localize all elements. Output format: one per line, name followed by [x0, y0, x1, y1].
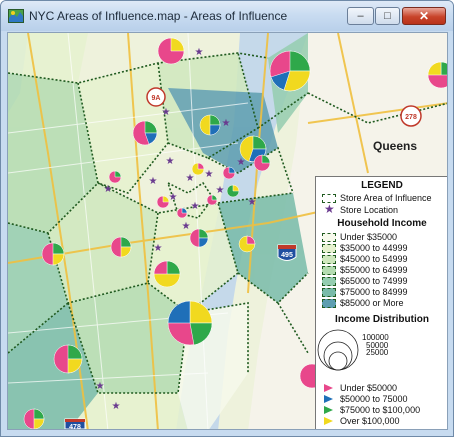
dashed-polygon-icon	[322, 194, 336, 203]
map-app-icon	[8, 9, 24, 23]
income-class-swatch	[322, 233, 336, 242]
pie-wedge-icon	[324, 417, 333, 425]
route-495-label: 495	[281, 252, 293, 259]
income-class-swatch	[322, 255, 336, 264]
route-478-label: 478	[69, 424, 81, 430]
close-button[interactable]: ✕	[402, 7, 446, 25]
svg-text:★: ★	[216, 185, 225, 196]
map-canvas[interactable]: ★★★ ★★★ ★★★ ★★★ ★★★ ★★	[7, 32, 448, 430]
svg-text:★: ★	[248, 197, 257, 208]
route-9a-label: 9A	[152, 95, 161, 102]
window-title: NYC Areas of Influence.map - Areas of In…	[29, 9, 288, 23]
svg-text:★: ★	[222, 118, 231, 129]
income-class-swatch	[322, 288, 336, 297]
svg-text:★: ★	[154, 243, 163, 254]
svg-text:★: ★	[182, 221, 191, 232]
pie-wedge-icon	[324, 395, 333, 403]
svg-text:★: ★	[191, 201, 200, 212]
svg-text:★: ★	[195, 47, 204, 58]
income-distribution-title: Income Distribution	[335, 314, 429, 325]
household-income-title: Household Income	[337, 218, 427, 229]
route-495-badge: 495	[277, 244, 297, 261]
svg-text:★: ★	[112, 401, 121, 412]
route-278-label: 278	[405, 114, 417, 121]
svg-text:★: ★	[166, 156, 175, 167]
queens-label: Queens	[373, 139, 417, 153]
svg-text:★: ★	[104, 184, 113, 195]
route-478-badge: 478	[64, 418, 86, 430]
svg-text:★: ★	[96, 381, 105, 392]
pie-wedge-icon	[324, 406, 333, 414]
star-icon: ★	[324, 202, 335, 216]
close-icon: ✕	[418, 9, 430, 23]
size-100000: 100000	[362, 333, 389, 342]
svg-text:★: ★	[205, 169, 214, 180]
svg-text:★: ★	[237, 157, 246, 168]
income-class-swatch	[322, 277, 336, 286]
minimize-button[interactable]: –	[347, 7, 374, 25]
svg-text:★: ★	[149, 176, 158, 187]
maximize-button[interactable]: □	[375, 7, 400, 25]
route-9a-badge: 9A	[146, 87, 166, 107]
legend-title: LEGEND	[361, 180, 403, 191]
income-class-swatch	[322, 266, 336, 275]
pie-wedge-icon	[324, 384, 333, 392]
minimize-icon: –	[357, 10, 364, 22]
maximize-icon: □	[384, 10, 391, 22]
map-legend: LEGEND Store Area of Influence ★ Store L…	[315, 176, 447, 429]
income-class-swatch	[322, 244, 336, 253]
svg-text:★: ★	[169, 192, 178, 203]
size-50000: 50000	[366, 341, 389, 350]
proportional-circles-icon	[317, 329, 359, 371]
svg-text:★: ★	[162, 107, 171, 118]
route-278-badge: 278	[400, 105, 422, 127]
size-25000: 25000	[366, 348, 389, 357]
svg-text:★: ★	[186, 173, 195, 184]
income-class-swatch	[322, 299, 336, 308]
title-bar[interactable]: NYC Areas of Influence.map - Areas of In…	[1, 1, 453, 31]
